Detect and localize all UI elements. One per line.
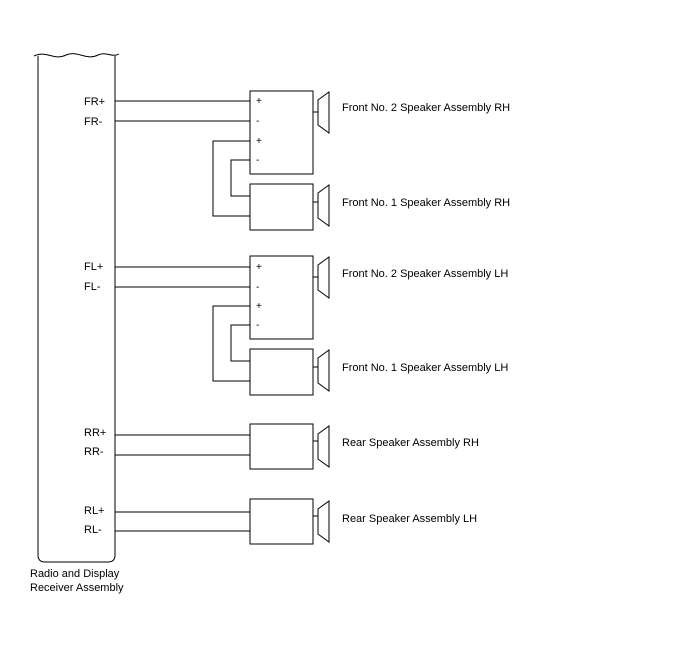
pin-in-minus: - <box>256 116 259 127</box>
receiver-label-line1: Radio and Display <box>30 568 120 580</box>
terminal-rr-minus: RR- <box>84 446 104 458</box>
wire-lh-bridge-plus <box>212 305 250 382</box>
speaker-cone-icon <box>313 184 330 227</box>
receiver-top-break <box>33 53 120 58</box>
terminal-fr-plus: FR+ <box>84 96 105 108</box>
speaker-cone-icon <box>313 425 330 468</box>
speaker-label-front-no1-rh: Front No. 1 Speaker Assembly RH <box>342 197 510 209</box>
terminal-fl-minus: FL- <box>84 281 101 293</box>
pin-out-minus: - <box>256 320 259 331</box>
pin-out-minus: - <box>256 155 259 166</box>
speaker-front-no1-rh <box>249 183 330 231</box>
speaker-rear-rh <box>249 423 330 470</box>
wires <box>115 100 250 532</box>
wire-rh-bridge-plus <box>212 140 250 217</box>
speaker-cone-icon <box>313 91 330 134</box>
speaker-box <box>249 255 314 340</box>
speaker-label-front-no2-rh: Front No. 2 Speaker Assembly RH <box>342 102 510 114</box>
pin-in-plus: + <box>256 96 262 107</box>
pin-in-plus: + <box>256 262 262 273</box>
pin-out-plus: + <box>256 301 262 312</box>
terminal-fr-minus: FR- <box>84 116 103 128</box>
speaker-cone-icon <box>313 500 330 543</box>
speaker-label-rear-lh: Rear Speaker Assembly LH <box>342 513 477 525</box>
receiver-assembly <box>33 53 120 563</box>
speaker-box <box>249 90 314 175</box>
speaker-cone-icon <box>313 256 330 299</box>
speaker-rear-lh <box>249 498 330 545</box>
terminal-fl-plus: FL+ <box>84 261 103 273</box>
speaker-front-no2-lh <box>249 255 330 340</box>
pin-in-minus: - <box>256 282 259 293</box>
pin-out-plus: + <box>256 136 262 147</box>
speaker-front-no1-lh <box>249 348 330 396</box>
terminal-rl-plus: RL+ <box>84 505 105 517</box>
speaker-cone-icon <box>313 349 330 392</box>
receiver-label-line2: Receiver Assembly <box>30 582 124 594</box>
speaker-box <box>249 423 314 470</box>
speaker-label-front-no1-lh: Front No. 1 Speaker Assembly LH <box>342 362 508 374</box>
terminal-rl-minus: RL- <box>84 524 102 536</box>
speaker-label-rear-rh: Rear Speaker Assembly RH <box>342 437 479 449</box>
terminal-rr-plus: RR+ <box>84 427 106 439</box>
speaker-front-no2-rh <box>249 90 330 175</box>
speaker-box <box>249 498 314 545</box>
speaker-label-front-no2-lh: Front No. 2 Speaker Assembly LH <box>342 268 508 280</box>
receiver-body <box>37 56 116 563</box>
wire-rh-bridge-minus <box>230 159 250 197</box>
speaker-box <box>249 348 314 396</box>
wire-lh-bridge-minus <box>230 324 250 362</box>
speaker-box <box>249 183 314 231</box>
